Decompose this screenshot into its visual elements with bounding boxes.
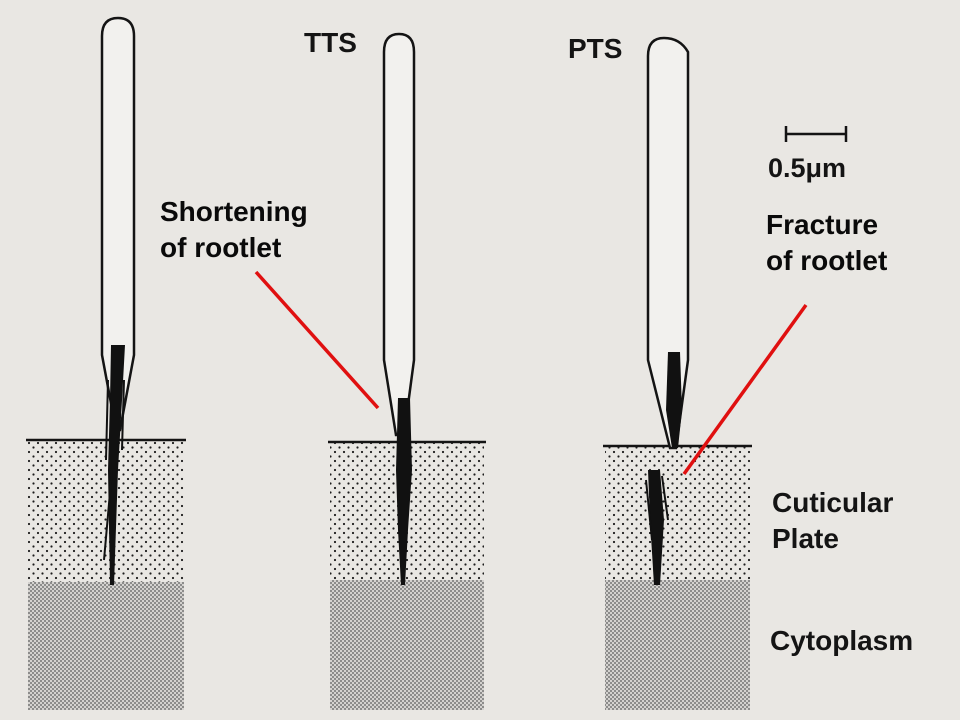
shortening-annotation-line bbox=[254, 270, 380, 410]
cuticular-plate-block bbox=[28, 440, 184, 582]
rootlet-upper bbox=[666, 352, 682, 448]
cuticular-plate-label-line2: Plate bbox=[772, 523, 839, 554]
stereocilium-shaft bbox=[100, 16, 136, 432]
rootlet-fractured-lower bbox=[648, 470, 664, 585]
cytoplasm-block bbox=[605, 580, 750, 710]
shortening-label-line2: of rootlet bbox=[160, 232, 281, 263]
stereocilium-normal bbox=[26, 16, 186, 710]
cuticular-plate-label-line1: Cuticular bbox=[772, 487, 893, 518]
rootlet-fibers bbox=[103, 379, 125, 561]
fracture-label-line1: Fracture bbox=[766, 209, 878, 240]
cuticular-plate-block bbox=[605, 446, 750, 580]
scale-bar: 0.5μm bbox=[768, 126, 848, 183]
stereocilium-shaft bbox=[646, 36, 690, 450]
shortening-label-line1: Shortening bbox=[160, 196, 308, 227]
cytoplasm-block bbox=[28, 582, 184, 710]
stereocilium-pts bbox=[603, 36, 752, 710]
cytoplasm-block bbox=[330, 580, 484, 710]
rootlet-fracture-fibers bbox=[645, 475, 669, 541]
scale-bar-label: 0.5μm bbox=[768, 153, 846, 183]
fracture-label-line2: of rootlet bbox=[766, 245, 887, 276]
fracture-annotation-line bbox=[682, 303, 808, 476]
cytoplasm-label: Cytoplasm bbox=[770, 625, 913, 656]
rootlet bbox=[396, 398, 412, 585]
rootlet bbox=[108, 345, 125, 585]
pts-label: PTS bbox=[568, 33, 622, 64]
stereocilium-shaft bbox=[382, 32, 416, 437]
tts-label: TTS bbox=[304, 27, 357, 58]
stereocilium-tts bbox=[328, 32, 486, 710]
